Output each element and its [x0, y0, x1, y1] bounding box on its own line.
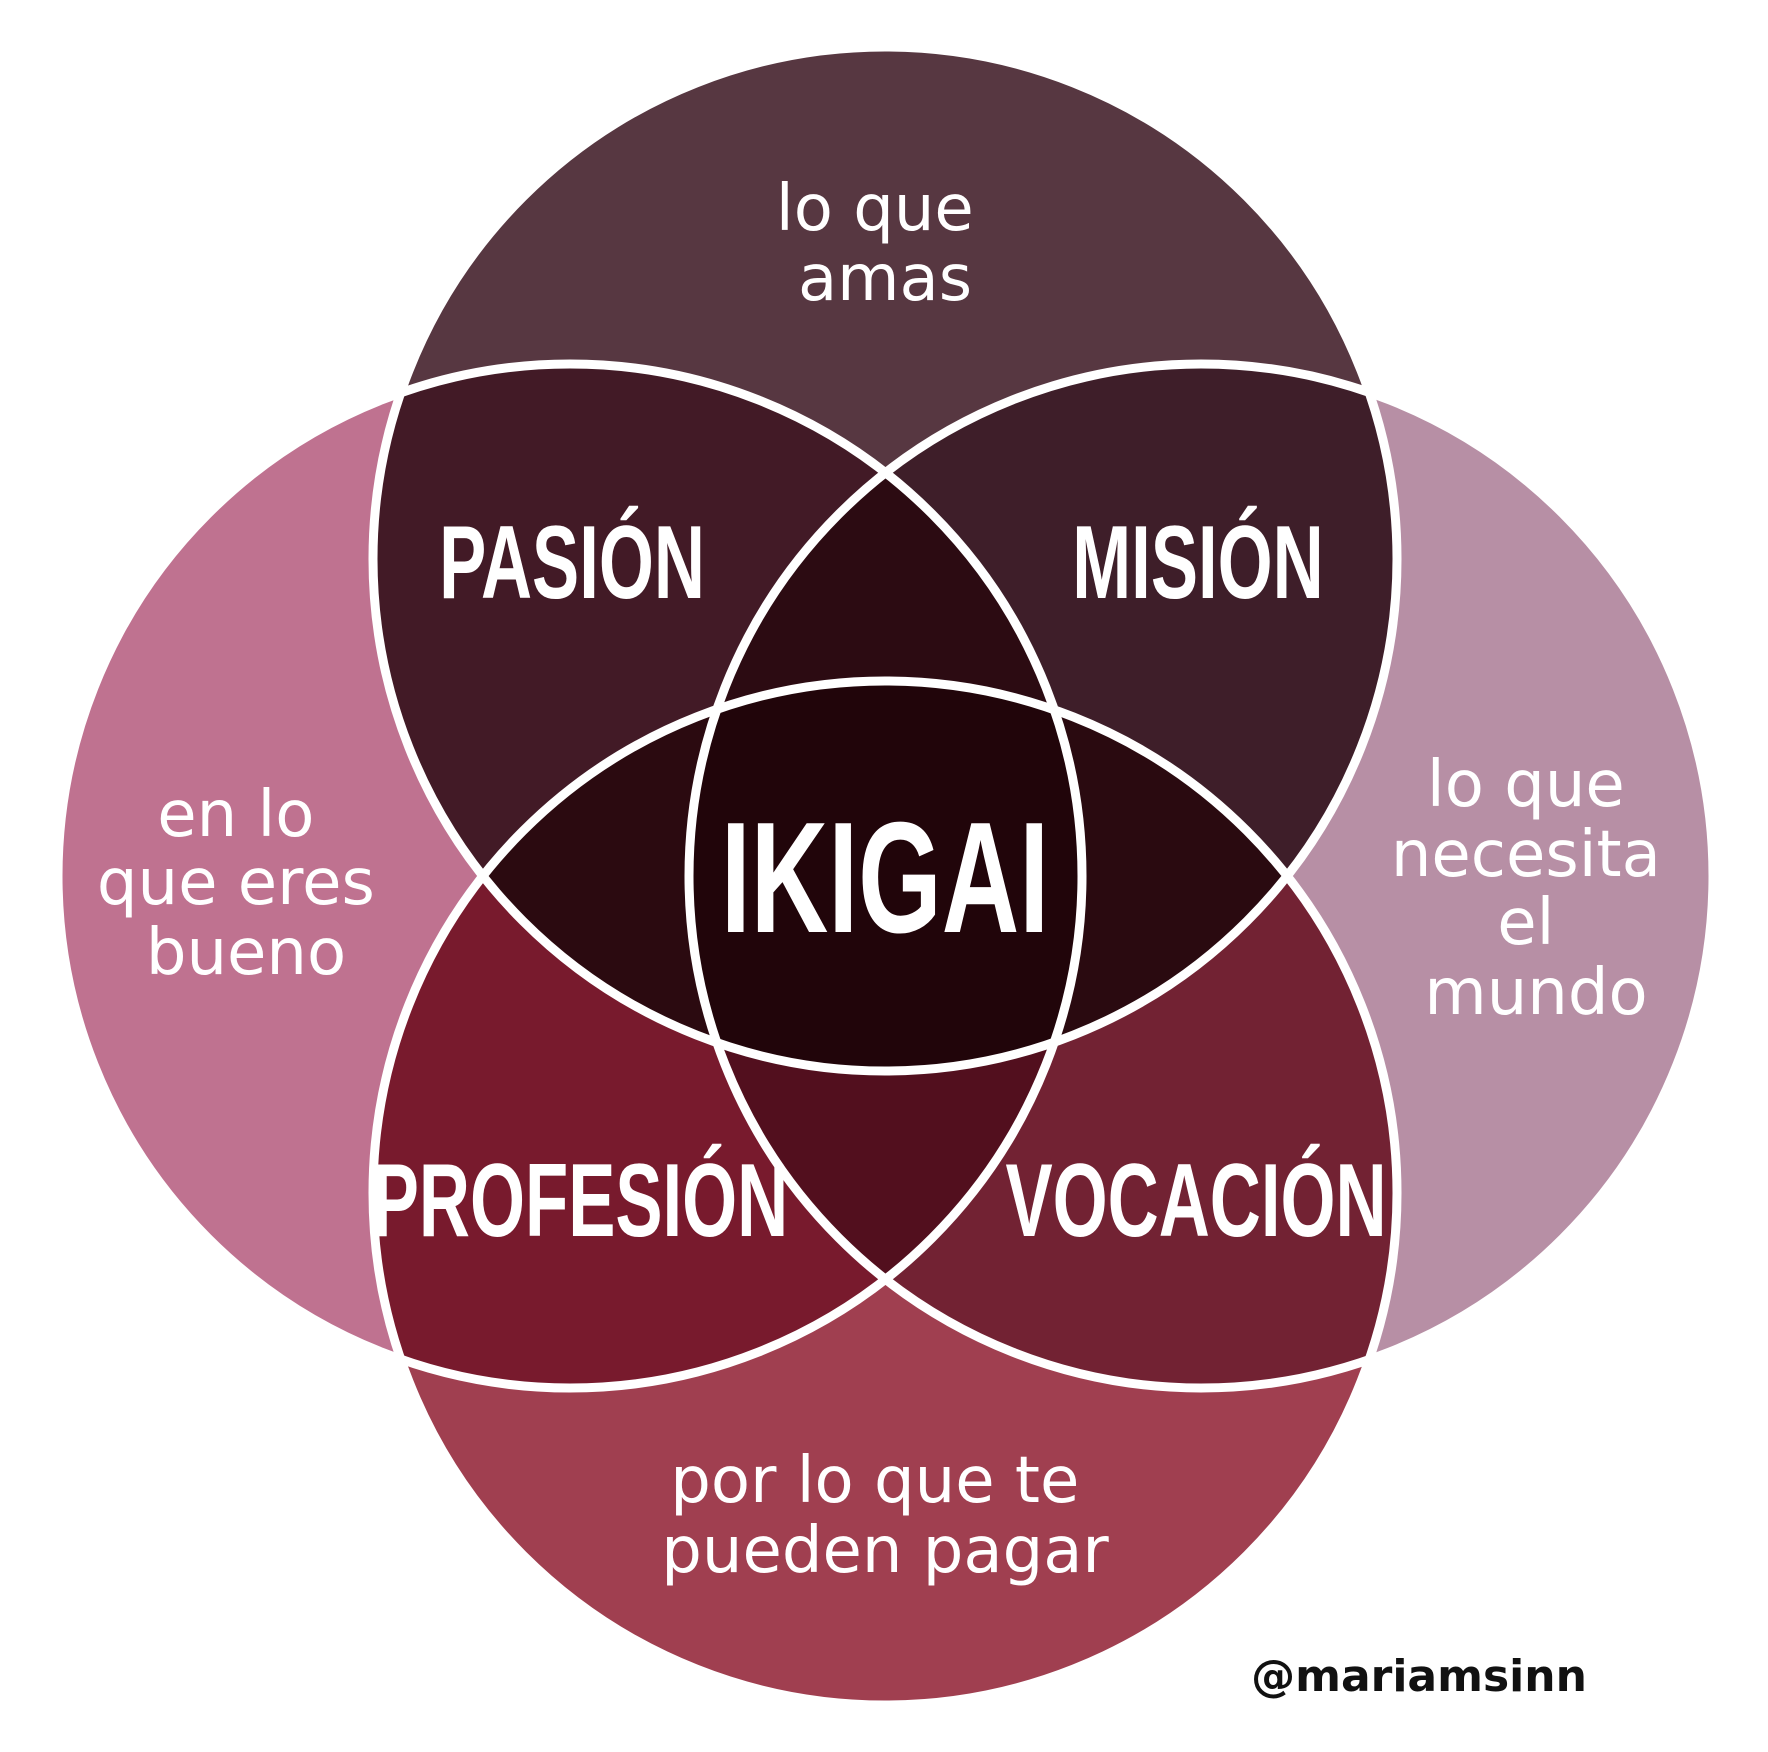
label-love: lo que amas — [776, 172, 994, 316]
label-world-needs: lo que necesita el mundo — [1391, 748, 1681, 1030]
label-passion: PASIÓN — [439, 503, 705, 620]
circle-outlines — [53, 42, 1718, 1710]
label-profession: PROFESIÓN — [372, 1141, 788, 1258]
overlap-top-lens — [689, 364, 1082, 1071]
overlap-left-lens — [373, 681, 1082, 1071]
label-paid: por lo que te pueden pagar — [661, 1444, 1109, 1588]
overlap-bottom-lens — [689, 681, 1082, 1388]
label-ikigai: IKIGAI — [721, 789, 1049, 966]
label-vocation: VOCACIÓN — [1005, 1141, 1386, 1258]
overlap-right-lens — [689, 681, 1397, 1071]
label-mission: MISIÓN — [1072, 503, 1323, 620]
credit-handle: @mariamsinn — [1251, 1651, 1587, 1702]
label-good-at: en lo que eres bueno — [97, 778, 395, 990]
